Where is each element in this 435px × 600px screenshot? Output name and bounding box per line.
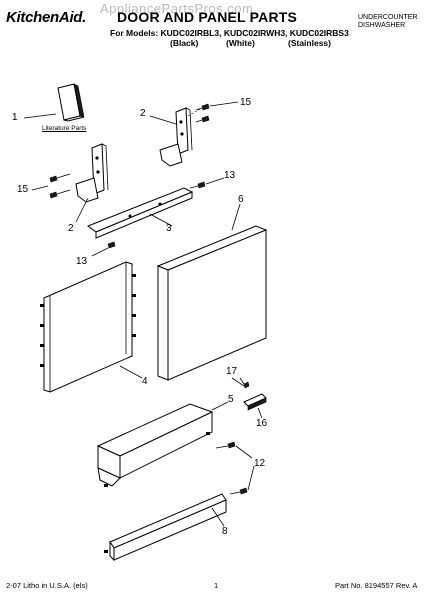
screw-bar-right [189, 181, 206, 189]
screw-toe-2 [229, 487, 248, 495]
product-type: UNDERCOUNTER DISHWASHER [358, 14, 418, 30]
product-line-1: UNDERCOUNTER [358, 14, 418, 21]
screw-lower-1 [49, 173, 71, 183]
callout-6: 6 [238, 194, 244, 205]
footer-litho: 2-07 Litho in U.S.A. (els) [6, 581, 88, 590]
leader-12b [247, 465, 255, 491]
callout-16: 16 [256, 418, 268, 429]
hinge-bracket-left [75, 143, 109, 203]
callout-17: 17 [226, 366, 238, 377]
leader-2b [75, 197, 89, 223]
inner-panel-part [40, 261, 136, 393]
leader-13a [205, 177, 225, 185]
footer-part-number: Part No. 8194557 Rev. A [335, 581, 418, 590]
leader-15b [31, 185, 49, 191]
callout-13-lower: 13 [76, 256, 88, 267]
leader-4 [119, 365, 143, 379]
screw-toe-1 [215, 441, 236, 449]
leader-6 [231, 203, 241, 231]
page-title: DOOR AND PANEL PARTS [117, 9, 298, 25]
watermark: AppliancePartsPros.com [100, 1, 254, 16]
model-variants: (Black) (White) (Stainless) [170, 39, 331, 48]
leader-15a [209, 101, 239, 107]
callout-15-upper: 15 [240, 97, 252, 108]
brace-bar-part [86, 187, 194, 239]
screw-bar-left [107, 241, 116, 249]
screw-upper-2 [195, 115, 210, 123]
leader-3 [149, 213, 173, 227]
callout-5: 5 [228, 394, 234, 405]
leader-5 [211, 401, 229, 411]
product-line-2: DISHWASHER [358, 22, 406, 29]
brand-logo: KitchenAid. [6, 9, 87, 26]
callout-12: 12 [254, 458, 266, 469]
callout-4: 4 [142, 376, 148, 387]
callout-2-upper: 2 [140, 108, 146, 119]
leader-8 [211, 507, 225, 527]
door-panel-part [156, 225, 268, 381]
leader-13b [91, 247, 109, 257]
literature-book-part [57, 83, 85, 122]
callout-1: 1 [12, 112, 18, 123]
variant-white: (White) [226, 38, 255, 48]
variant-stainless: (Stainless) [288, 38, 331, 48]
screw-upper-1 [195, 103, 210, 111]
leader-12a [235, 445, 253, 459]
callout-15-lower: 15 [17, 184, 29, 195]
screw-handle [239, 377, 250, 389]
literature-parts-label: Literature Parts [42, 125, 87, 132]
guide-line [187, 107, 203, 117]
callout-2-lower: 2 [68, 223, 74, 234]
leader-16 [257, 407, 263, 419]
callout-3: 3 [166, 223, 172, 234]
callout-8: 8 [222, 526, 228, 537]
models-label: For Models: KUDC02IRBL3, KUDC02IRWH3, KU… [110, 28, 349, 38]
callout-13-upper: 13 [224, 170, 236, 181]
variant-black: (Black) [170, 38, 199, 48]
leader-1 [23, 113, 57, 119]
toe-panel-part [104, 493, 227, 562]
leader-17 [231, 377, 245, 387]
hinge-bracket-right [159, 107, 193, 167]
footer-page-number: 1 [214, 581, 219, 590]
toe-bracket-part [96, 403, 214, 487]
screw-lower-2 [49, 189, 71, 199]
handle-part [243, 393, 267, 411]
leader-2a [149, 115, 177, 125]
